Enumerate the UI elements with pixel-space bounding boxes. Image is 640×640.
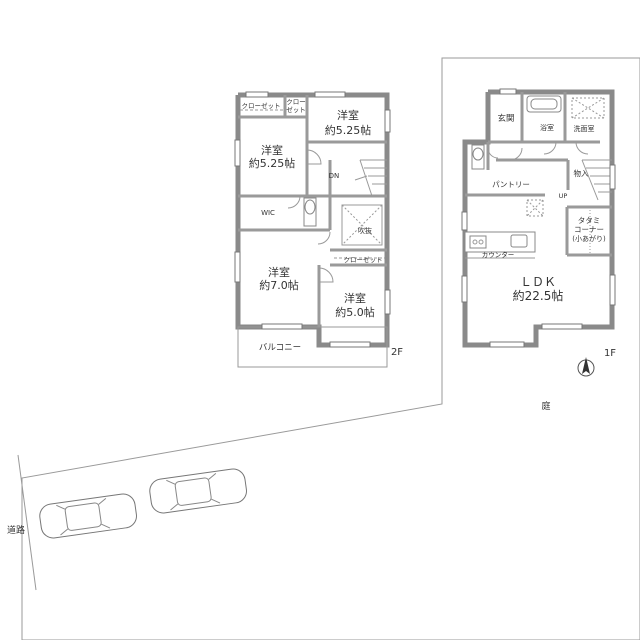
floor-1f <box>461 88 616 348</box>
entrance-label: 玄関 <box>497 113 514 124</box>
room-a-name: 洋室 <box>337 108 359 122</box>
void-label: 吹抜 <box>358 226 372 235</box>
closet-1-label: クローゼット <box>242 101 281 110</box>
road-label: 道路 <box>7 524 25 536</box>
road-edge <box>17 454 37 591</box>
bath-label: 浴室 <box>540 123 554 132</box>
dn-label: DN <box>329 172 340 180</box>
washroom-label: 洗面室 <box>574 124 595 133</box>
ldk-name: ＬＤＫ <box>520 275 556 289</box>
room-c-name: 洋室 <box>268 265 290 279</box>
counter-label: カウンター <box>482 250 515 259</box>
floor-1f-label: 1F <box>604 348 616 359</box>
car-icon <box>39 493 137 539</box>
site-boundary <box>21 57 640 640</box>
room-d-name: 洋室 <box>344 291 366 305</box>
north-arrow-icon <box>577 357 595 377</box>
room-b-name: 洋室 <box>261 143 283 157</box>
stair-1f <box>581 159 612 201</box>
garden-label: 庭 <box>541 400 550 412</box>
wic-label: WIC <box>261 209 275 217</box>
tatami-label-line1: タタミ <box>578 216 601 225</box>
balcony-label: バルコニー <box>259 343 301 353</box>
car-icon <box>149 468 247 514</box>
closet-3-label: クローゼット <box>344 255 383 264</box>
pantry-label: パントリー <box>492 180 530 189</box>
stair-2f <box>354 159 387 197</box>
room-d-size: 約5.0帖 <box>335 305 375 319</box>
closet-2-label-line1: クロー <box>286 98 306 106</box>
up-label: UP <box>559 192 568 200</box>
room-a-size: 約5.25帖 <box>325 123 372 137</box>
storage-label: 物入 <box>574 168 589 178</box>
closet-2-label-line2: ゼット <box>286 105 306 114</box>
tatami-label-line2: コーナー <box>574 225 604 234</box>
room-b-size: 約5.25帖 <box>249 156 296 170</box>
room-c-size: 約7.0帖 <box>259 278 299 292</box>
floor-2f-label: 2F <box>391 347 403 358</box>
floor-2f <box>234 91 391 368</box>
ldk-size: 約22.5帖 <box>513 288 564 303</box>
tatami-label-line3: (小あがり) <box>572 234 606 243</box>
